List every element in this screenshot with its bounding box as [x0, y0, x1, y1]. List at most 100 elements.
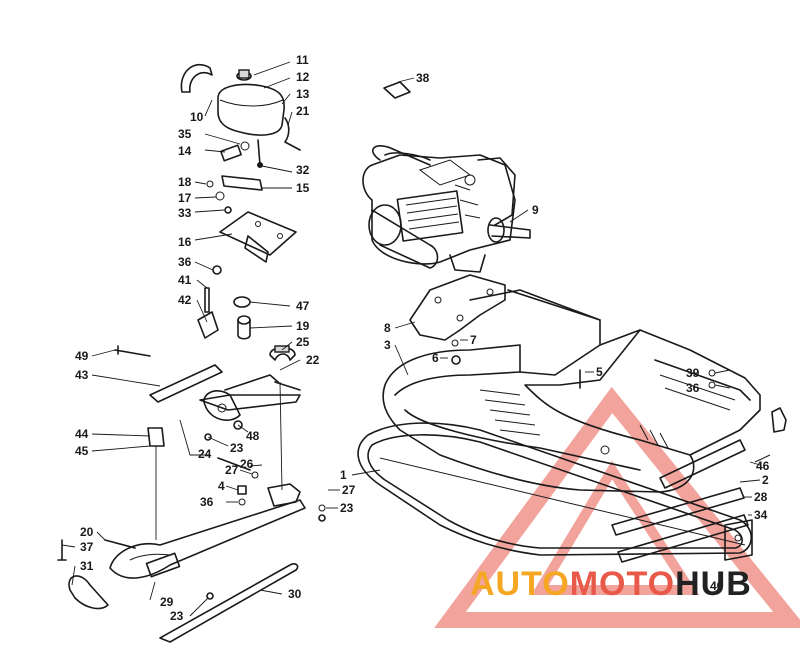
- callout-40: 40: [710, 579, 724, 593]
- washer-47: [233, 296, 251, 308]
- spacer-4: [237, 485, 247, 495]
- callout-36c: 36: [686, 381, 700, 395]
- chassis-tub: [382, 289, 761, 493]
- callout-9: 9: [532, 203, 539, 217]
- callout-18: 18: [178, 175, 192, 189]
- belly-pan: [357, 422, 753, 556]
- callout-46: 46: [756, 459, 770, 473]
- callout-2: 2: [762, 473, 769, 487]
- callout-42: 42: [178, 293, 192, 307]
- tank-bracket: [219, 211, 297, 263]
- callout-22: 22: [306, 353, 320, 367]
- callout-13: 13: [296, 87, 310, 101]
- clamp-band: [180, 63, 213, 93]
- nut-33: [224, 206, 232, 214]
- decal-38: [383, 81, 411, 99]
- callout-38: 38: [416, 71, 430, 85]
- side-rails: [611, 407, 787, 563]
- callout-27b: 27: [342, 483, 356, 497]
- watermark-logo: AUTOMOTOHUB: [470, 565, 752, 604]
- washer-27b: [318, 504, 326, 512]
- callout-14: 14: [178, 144, 192, 158]
- callout-23c: 23: [170, 609, 184, 623]
- callout-35: 35: [178, 127, 192, 141]
- bolt-49: [114, 345, 151, 357]
- bolt-20: [104, 539, 136, 549]
- bolt-18: [206, 180, 214, 188]
- callout-labels: 11 12 13 21 10 35 14 32 18 15 17 33 16 3…: [75, 53, 770, 623]
- callout-24: 24: [198, 447, 212, 461]
- callout-6: 6: [432, 351, 439, 365]
- spindle-bracket: [267, 483, 301, 507]
- callout-5: 5: [596, 365, 603, 379]
- nut-23c: [206, 592, 214, 600]
- callout-21: 21: [296, 104, 310, 118]
- callout-16: 16: [178, 235, 192, 249]
- oil-hose: [284, 117, 301, 151]
- callout-10: 10: [190, 110, 204, 124]
- bolt-6: [451, 355, 461, 365]
- nut-36c: [708, 381, 716, 389]
- callout-33: 33: [178, 206, 192, 220]
- callout-49: 49: [75, 349, 89, 363]
- nut-36b: [238, 498, 246, 506]
- callout-23a: 23: [230, 441, 244, 455]
- callout-45: 45: [75, 444, 89, 458]
- callout-4: 4: [218, 479, 225, 493]
- callout-17: 17: [178, 191, 192, 205]
- bushing-19: [237, 315, 251, 340]
- watermark-hub: HUB: [675, 565, 752, 603]
- ski-loop-31: [68, 575, 109, 610]
- callout-37: 37: [80, 540, 94, 554]
- nut-23a: [204, 433, 212, 441]
- callout-30: 30: [288, 587, 302, 601]
- callout-32: 32: [296, 163, 310, 177]
- callout-29: 29: [160, 595, 174, 609]
- clamp-44: [147, 427, 165, 540]
- tank-fitting: [220, 139, 263, 168]
- bolt-41: [204, 287, 210, 313]
- nut-48: [233, 420, 243, 430]
- nut-39: [708, 369, 716, 377]
- ski: [109, 499, 306, 579]
- bracket-42: [197, 311, 219, 339]
- callout-36b: 36: [200, 495, 214, 509]
- watermark-auto: AUTO: [470, 565, 570, 603]
- callout-7: 7: [470, 333, 477, 347]
- oil-tank: [217, 69, 285, 136]
- callout-27a: 27: [225, 463, 239, 477]
- bolt-37: [57, 539, 67, 561]
- callout-44: 44: [75, 427, 89, 441]
- engine-mount-plate: [409, 274, 506, 341]
- callout-8: 8: [384, 321, 391, 335]
- callout-34: 34: [754, 508, 768, 522]
- callout-3: 3: [384, 338, 391, 352]
- ski-runner: [159, 563, 299, 643]
- callout-1: 1: [340, 468, 347, 482]
- washer-27a: [251, 471, 259, 479]
- steering-spindle: [279, 381, 283, 491]
- callout-39: 39: [686, 366, 700, 380]
- callout-23b: 23: [340, 501, 354, 515]
- clamp-25: [269, 345, 296, 361]
- callout-20: 20: [80, 525, 94, 539]
- callout-19: 19: [296, 319, 310, 333]
- callout-47: 47: [296, 299, 310, 313]
- washer-7: [451, 339, 459, 347]
- callout-31: 31: [80, 559, 94, 573]
- washer-17: [215, 191, 225, 201]
- bolt-26: [217, 457, 251, 471]
- callout-15: 15: [296, 181, 310, 195]
- callout-26: 26: [240, 457, 254, 471]
- leader-lines: [61, 61, 761, 617]
- steering-linkage: [149, 364, 301, 421]
- callout-41: 41: [178, 273, 192, 287]
- nut-23b: [318, 514, 326, 522]
- callout-43: 43: [75, 368, 89, 382]
- callout-48: 48: [246, 429, 260, 443]
- callout-25: 25: [296, 335, 310, 349]
- nut-36-upper: [212, 265, 222, 275]
- callout-36-upper: 36: [178, 255, 192, 269]
- callout-11: 11: [296, 53, 309, 67]
